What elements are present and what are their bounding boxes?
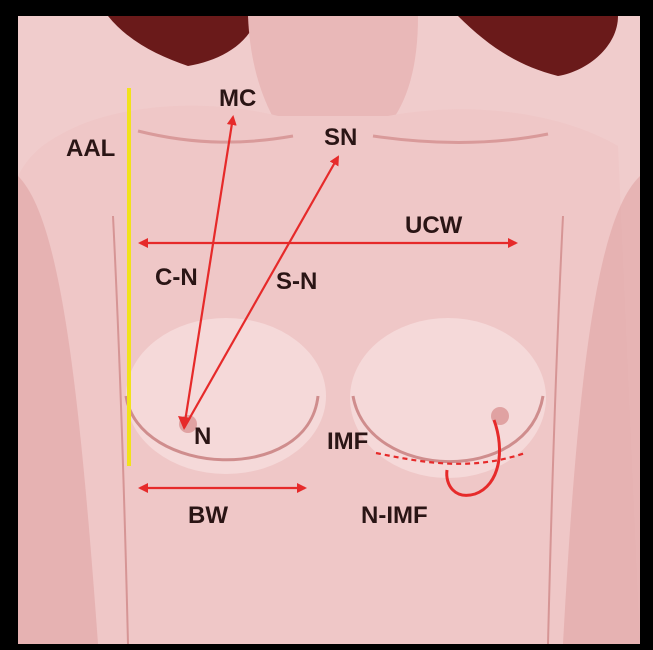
n-arrowhead [178,416,191,430]
nimf-loop [447,420,500,495]
label-aal: AAL [66,137,115,161]
label-sn: SN [324,126,357,150]
label-mc: MC [219,87,256,111]
label-nimf: N-IMF [361,504,428,528]
imf-curve [376,453,525,464]
label-n: N [194,425,211,449]
label-cn: C-N [155,266,198,290]
label-imf: IMF [327,430,368,454]
label-s-n: S-N [276,270,317,294]
label-ucw: UCW [405,214,462,238]
label-bw: BW [188,504,228,528]
